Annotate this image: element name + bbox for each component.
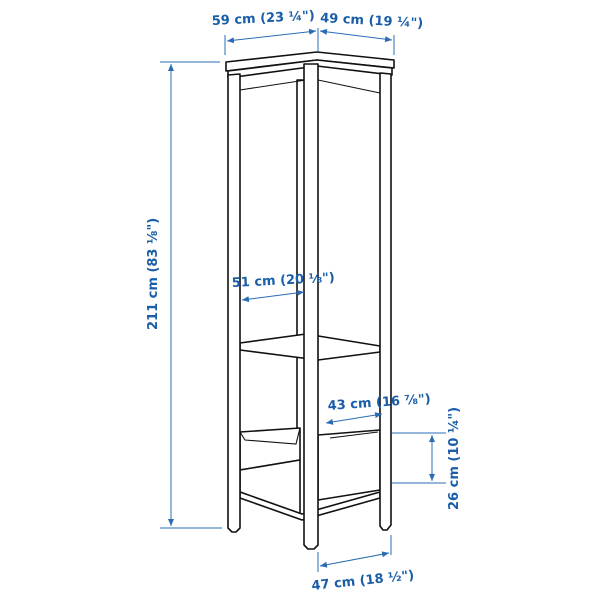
height-label: 211 cm (83 ⅛"): [146, 218, 161, 330]
width-label: 59 cm (23 ¼"): [211, 9, 315, 29]
inner-depth-label: 43 cm (16 ⅞"): [327, 392, 431, 414]
wardrobe-frame: [225, 51, 395, 550]
drawer-height-label: 26 cm (10 ¼"): [447, 407, 462, 510]
dimension-lines: [160, 28, 446, 572]
depth-label: 49 cm (19 ¼"): [320, 11, 424, 31]
inner-width-label: 51 cm (20 ⅛"): [231, 271, 335, 291]
base-depth-label: 47 cm (18 ½"): [311, 568, 415, 594]
